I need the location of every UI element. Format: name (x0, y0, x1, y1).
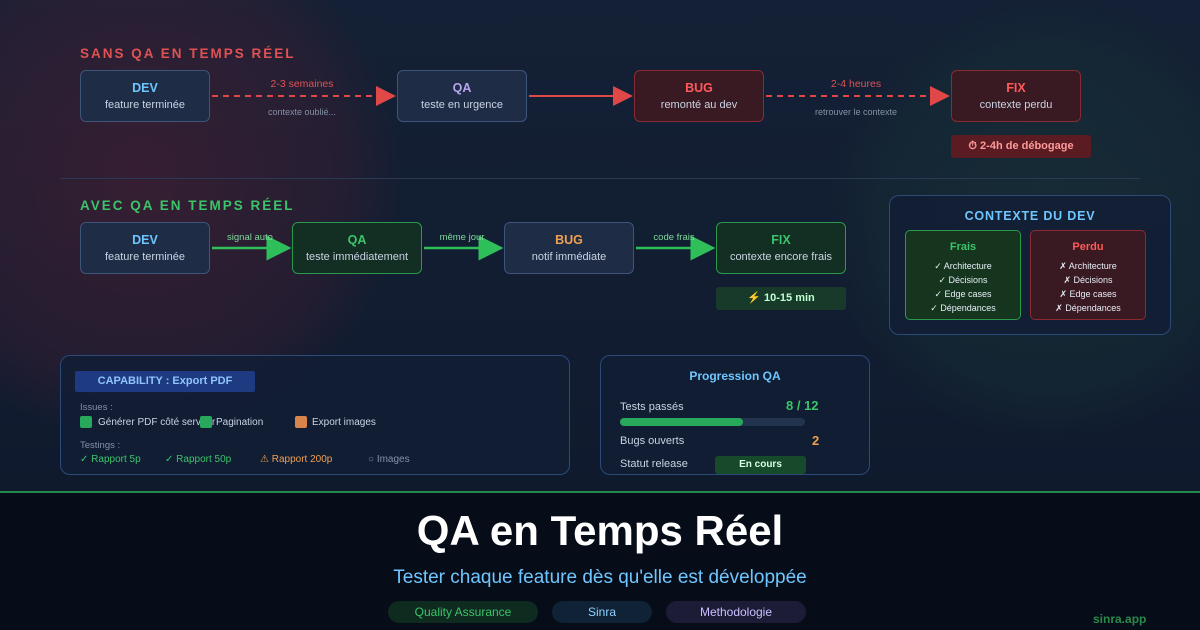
issue-status-icon (200, 416, 212, 428)
issue-status-icon (80, 416, 92, 428)
tests-value: 8 / 12 (786, 398, 819, 413)
contexte-perdu-box: Perdu ✗ Architecture ✗ Décisions ✗ Edge … (1030, 230, 1146, 320)
perdu-item: ✗ Architecture (1059, 261, 1117, 271)
node-subtitle: teste en urgence (421, 99, 503, 111)
testing-item: ○ Images (368, 454, 410, 465)
issue-item: Export images (312, 417, 376, 428)
testings-label: Testings : (80, 440, 121, 451)
contexte-frais-box: Frais ✓ Architecture ✓ Décisions ✓ Edge … (905, 230, 1021, 320)
tests-progress-track (620, 418, 805, 426)
sans-arrow-3-label: 2-4 heures (830, 78, 882, 90)
node-subtitle: teste immédiatement (305, 251, 409, 263)
node-title: DEV (132, 81, 158, 95)
tag-quality-assurance[interactable]: Quality Assurance (388, 601, 538, 623)
status-badge: En cours (715, 456, 806, 474)
perdu-item: ✗ Décisions (1063, 275, 1113, 285)
bugs-label: Bugs ouverts (620, 435, 685, 447)
frais-item: ✓ Architecture (934, 261, 992, 271)
issue-status-icon (295, 416, 307, 428)
sans-section-title: SANS QA EN TEMPS RÉEL (80, 46, 296, 61)
sans-time-badge: ⏱ 2-4h de débogage (951, 135, 1091, 158)
sans-arrow-3-sub: retrouver le contexte (814, 107, 898, 117)
progression-title: Progression QA (689, 369, 781, 383)
node-subtitle: notif immédiate (531, 251, 607, 263)
bugs-value: 2 (812, 433, 820, 448)
contexte-title: CONTEXTE DU DEV (964, 209, 1096, 223)
sans-node-qa: QA teste en urgence (397, 70, 527, 122)
avec-node-fix: FIX contexte encore frais (716, 222, 846, 274)
frais-item: ✓ Dépendances (930, 303, 996, 313)
perdu-item: ✗ Edge cases (1059, 289, 1117, 299)
avec-node-qa: QA teste immédiatement (292, 222, 422, 274)
status-label: Statut release (620, 458, 688, 470)
avec-section-title: AVEC QA EN TEMPS RÉEL (80, 198, 295, 213)
perdu-title: Perdu (1072, 241, 1104, 253)
avec-arrow-3-label: code frais (653, 232, 695, 243)
node-subtitle: contexte perdu (979, 99, 1053, 111)
sans-node-fix: FIX contexte perdu (951, 70, 1081, 122)
perdu-item: ✗ Dépendances (1055, 303, 1121, 313)
avec-arrow-1-label: signal auto (227, 232, 273, 243)
avec-node-dev: DEV feature terminée (80, 222, 210, 274)
node-title: FIX (1006, 81, 1026, 95)
section-divider (60, 178, 1140, 179)
testing-item: ✓ Rapport 50p (165, 454, 232, 465)
node-subtitle: remonté au dev (660, 99, 738, 111)
sans-node-bug: BUG remonté au dev (634, 70, 764, 122)
sans-arrow-1-label: 2-3 semaines (270, 78, 334, 90)
node-title: QA (347, 233, 367, 247)
issues-label: Issues : (80, 402, 113, 413)
brand-link[interactable]: sinra.app (1093, 612, 1147, 626)
sans-node-dev: DEV feature terminée (80, 70, 210, 122)
frais-title: Frais (949, 241, 977, 253)
testing-item: ⚠ Rapport 200p (260, 454, 333, 465)
node-subtitle: contexte encore frais (729, 251, 833, 263)
contexte-panel: CONTEXTE DU DEV Frais ✓ Architecture ✓ D… (889, 195, 1171, 335)
sans-arrow-1-sub: contexte oublié... (267, 107, 337, 117)
node-title: DEV (132, 233, 158, 247)
page-subtitle: Tester chaque feature dès qu'elle est dé… (393, 567, 807, 588)
node-title: FIX (771, 233, 791, 247)
testing-item: ✓ Rapport 5p (80, 454, 141, 465)
tag-sinra[interactable]: Sinra (552, 601, 652, 623)
footer: QA en Temps Réel Tester chaque feature d… (0, 491, 1200, 630)
progression-panel: Progression QA Tests passés 8 / 12 Bugs … (600, 355, 870, 475)
avec-arrow-2-label: même jour (439, 232, 485, 243)
node-title: BUG (685, 81, 713, 95)
avec-node-bug: BUG notif immédiate (504, 222, 634, 274)
tests-label: Tests passés (620, 401, 684, 413)
issue-item: Générer PDF côté serveur (98, 417, 216, 428)
capability-panel: CAPABILITY : Export PDF Issues : Générer… (60, 355, 570, 475)
node-subtitle: feature terminée (104, 99, 186, 111)
page-title: QA en Temps Réel (416, 507, 784, 554)
avec-time-badge: ⚡ 10-15 min (716, 287, 846, 310)
node-title: BUG (555, 233, 583, 247)
capability-header: CAPABILITY : Export PDF (75, 371, 255, 392)
frais-item: ✓ Décisions (938, 275, 988, 285)
frais-item: ✓ Edge cases (934, 289, 992, 299)
tag-methodologie[interactable]: Methodologie (666, 601, 806, 623)
node-title: QA (452, 81, 472, 95)
tests-progress-fill (620, 418, 744, 426)
issue-item: Pagination (216, 417, 264, 428)
node-subtitle: feature terminée (104, 251, 186, 263)
